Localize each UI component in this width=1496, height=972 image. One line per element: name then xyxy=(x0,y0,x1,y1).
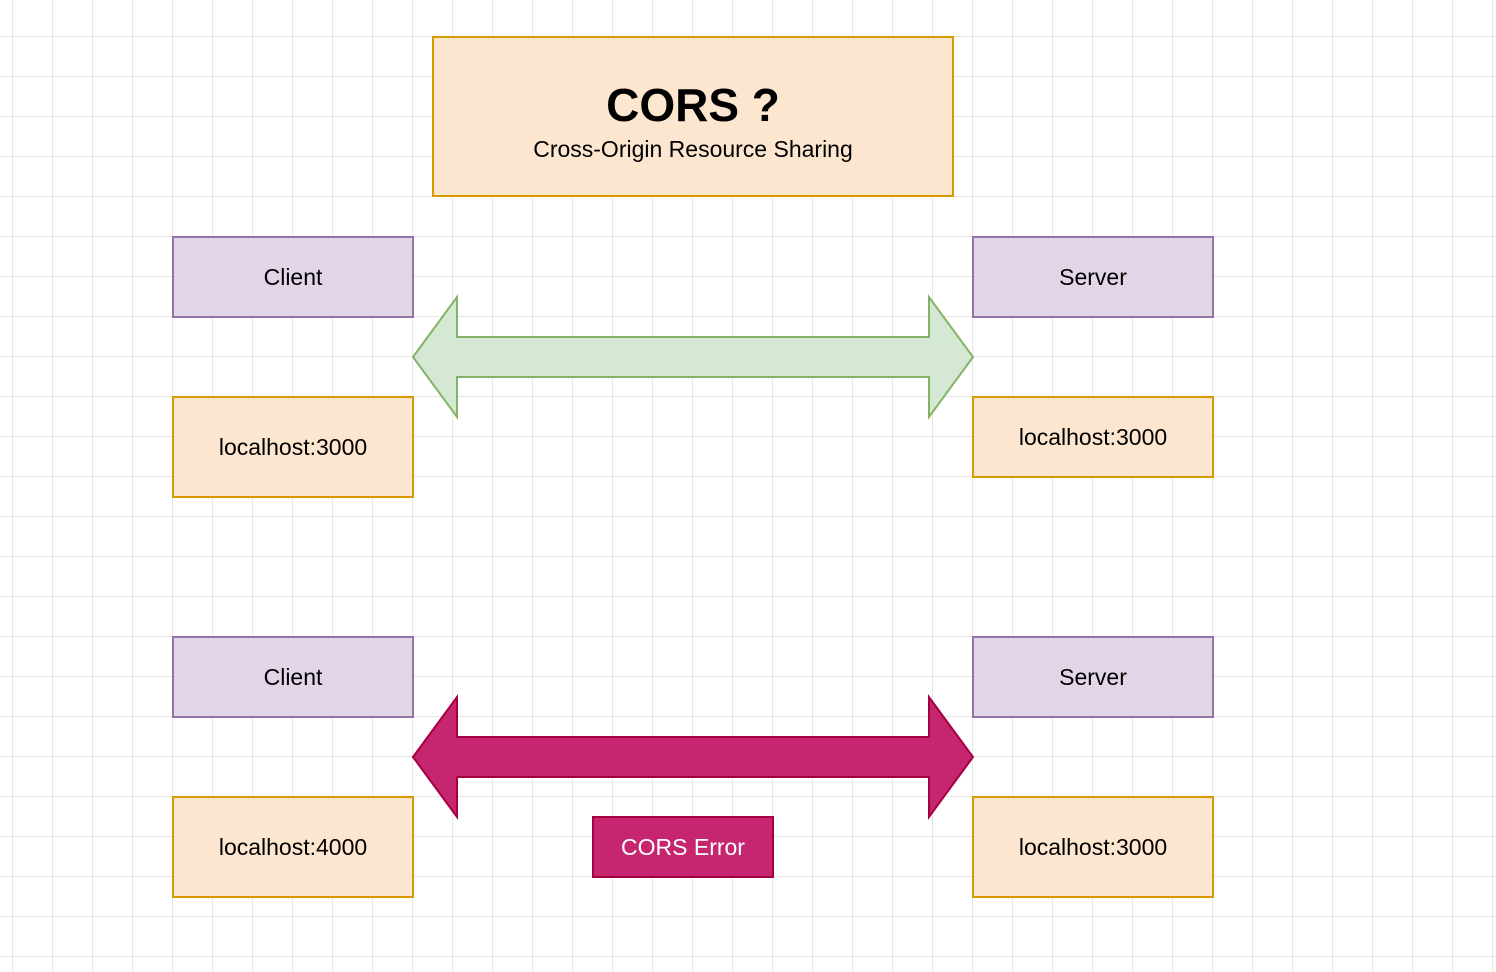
server-node-2[interactable]: Server xyxy=(972,636,1214,718)
client-node-1[interactable]: Client xyxy=(172,236,414,318)
server-origin-2-label: localhost:3000 xyxy=(1018,833,1168,860)
blocked-arrow-shape xyxy=(411,693,975,821)
allowed-arrow-shape xyxy=(411,293,975,421)
server-node-1-label: Server xyxy=(1059,263,1127,290)
title-box[interactable]: CORS ? Cross-Origin Resource Sharing xyxy=(432,36,954,197)
client-node-1-label: Client xyxy=(263,263,323,290)
diagram-title: CORS ? xyxy=(606,79,780,131)
client-node-2[interactable]: Client xyxy=(172,636,414,718)
client-origin-2-label: localhost:4000 xyxy=(218,833,368,860)
client-origin-1[interactable]: localhost:3000 xyxy=(172,396,414,498)
server-origin-2[interactable]: localhost:3000 xyxy=(972,796,1214,898)
diagram-subtitle: Cross-Origin Resource Sharing xyxy=(533,136,853,162)
server-origin-1-label: localhost:3000 xyxy=(1018,423,1168,450)
cors-error-label: CORS Error xyxy=(621,833,745,860)
client-origin-1-label: localhost:3000 xyxy=(218,433,368,460)
server-node-1[interactable]: Server xyxy=(972,236,1214,318)
client-node-2-label: Client xyxy=(263,663,323,690)
cors-error-badge[interactable]: CORS Error xyxy=(592,816,774,878)
server-origin-1[interactable]: localhost:3000 xyxy=(972,396,1214,478)
server-node-2-label: Server xyxy=(1059,663,1127,690)
client-origin-2[interactable]: localhost:4000 xyxy=(172,796,414,898)
